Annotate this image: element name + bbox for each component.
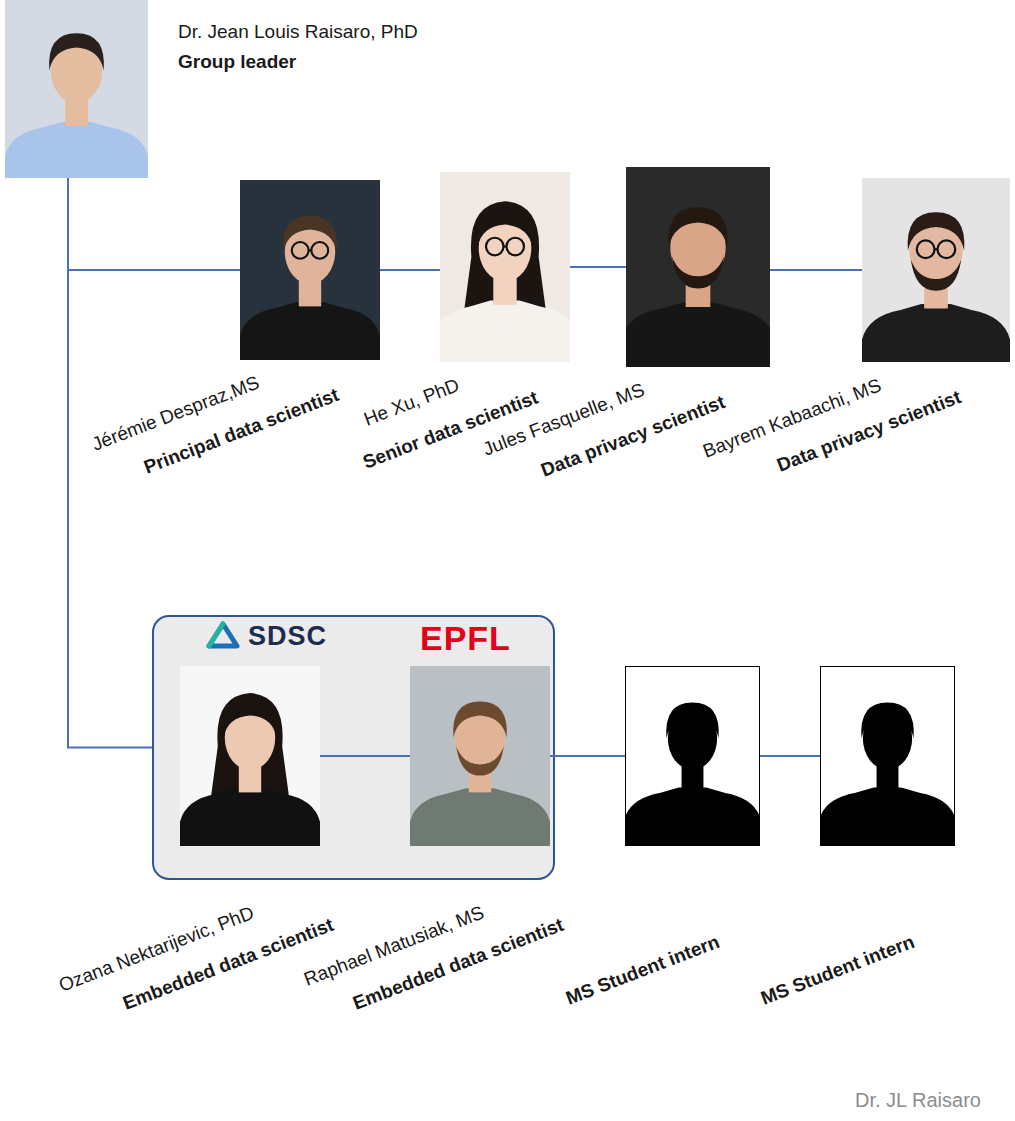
- org-connector: [68, 178, 240, 270]
- team-member-card: Bayrem Kabaachi, MSData privacy scientis…: [862, 178, 1010, 362]
- portrait-photo: [626, 667, 759, 845]
- team-member-card: Ozana Nektarijevic, PhDEmbedded data sci…: [180, 666, 320, 846]
- group-box: [153, 616, 554, 879]
- team-member-card: He Xu, PhDSenior data scientist: [440, 172, 570, 362]
- team-member-card: Jérémie Despraz,MSPrincipal data scienti…: [240, 180, 380, 360]
- team-member-card: Raphael Matusiak, MSEmbedded data scient…: [410, 666, 550, 846]
- portrait-photo: [862, 178, 1010, 362]
- group-leader-card: Dr. Jean Louis Raisaro, PhDGroup leader: [5, 0, 148, 178]
- portrait-photo: [626, 167, 770, 367]
- intern-card: MS Student intern: [820, 666, 955, 846]
- footer-credit: Dr. JL Raisaro: [855, 1088, 981, 1112]
- sdsc-logo-icon: [209, 624, 237, 646]
- epfl-logo-text: EPFL: [420, 618, 511, 659]
- leader-name: Dr. Jean Louis Raisaro, PhD: [178, 20, 418, 43]
- portrait-photo: [180, 666, 320, 846]
- portrait-photo: [821, 667, 954, 845]
- portrait-photo: [5, 0, 148, 178]
- portrait-photo: [440, 172, 570, 362]
- affiliation-group: Ozana Nektarijevic, PhDEmbedded data sci…: [152, 615, 555, 880]
- sdsc-logo-text: SDSC: [248, 620, 327, 652]
- intern-card: MS Student intern: [625, 666, 760, 846]
- sdsc-logo-accent: [209, 624, 223, 646]
- org-connector: [550, 755, 625, 757]
- leader-title: Group leader: [178, 50, 296, 73]
- portrait-photo: [240, 180, 380, 360]
- org-connector: [760, 755, 820, 757]
- org-connector: [380, 269, 440, 271]
- org-connector: [770, 269, 862, 271]
- org-connector: [570, 266, 626, 268]
- org-connector: [68, 178, 152, 748]
- org-connector: [320, 755, 410, 757]
- role-title: MS Student intern: [758, 931, 918, 1010]
- portrait-photo: [410, 666, 550, 846]
- role-title: MS Student intern: [563, 931, 723, 1010]
- team-member-card: Jules Fasquelle, MSData privacy scientis…: [626, 167, 770, 367]
